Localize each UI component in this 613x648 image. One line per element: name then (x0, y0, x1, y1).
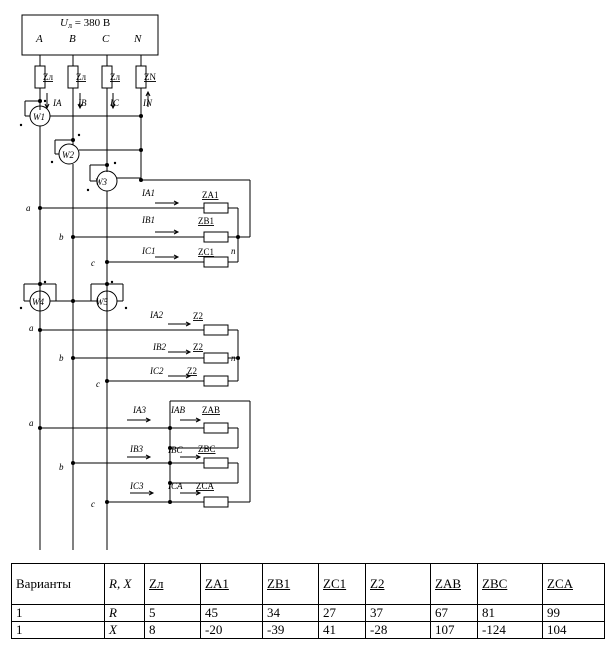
load2-current-c: IC2 (149, 366, 164, 376)
table-cell: 67 (430, 604, 478, 622)
load1-z-c-label: ZC1 (198, 247, 214, 257)
table-header-row: Варианты R, X Zл ZA1 ZB1 ZC1 Z2 ZAB ZBC … (11, 563, 605, 605)
current-label-b: IB (77, 98, 87, 108)
source-box (21, 14, 159, 56)
header-variants: Варианты (11, 563, 105, 605)
zn-label: ZN (144, 72, 156, 82)
load1-impedance-b (203, 231, 229, 243)
table-cell: -20 (200, 621, 263, 639)
load1-current-c: IC1 (141, 246, 156, 256)
zl-label-b: Zл (76, 72, 86, 82)
table-cell: 41 (318, 621, 366, 639)
load3-phase-current-ab: IAB (170, 405, 185, 415)
load2-impedance-a (203, 324, 229, 336)
load2-current-b: IB2 (152, 342, 166, 352)
current-label-a: IA (52, 98, 62, 108)
table-cell: 1 (11, 621, 105, 639)
node-b-2: b (59, 353, 64, 363)
table-cell: 99 (542, 604, 605, 622)
table-row: 1 R 5 45 34 27 37 67 81 99 (11, 604, 605, 622)
table-cell: -124 (477, 621, 543, 639)
header-zl: Zл (144, 563, 201, 605)
load3-z-ab-label: ZAB (202, 405, 220, 415)
load3-phase-current-ca: ICA (167, 481, 183, 491)
phase-label-n: N (133, 33, 142, 45)
table-cell: 8 (144, 621, 201, 639)
node-c-3: c (91, 499, 95, 509)
header-zab: ZAB (430, 563, 478, 605)
table-cell: 81 (477, 604, 543, 622)
load1-z-b-label: ZB1 (198, 216, 214, 226)
load2-z-c-label: Z2 (187, 366, 197, 376)
load3-z-ca-label: ZCA (196, 481, 215, 491)
load3-current-c: IC3 (129, 481, 144, 491)
phase-label-a: A (35, 33, 43, 45)
node-a-3: a (29, 418, 34, 428)
table-cell: -28 (365, 621, 431, 639)
header-z2: Z2 (365, 563, 431, 605)
table-cell: 45 (200, 604, 263, 622)
node-b-1: b (59, 232, 64, 242)
load3-phase-current-bc: IBC (167, 445, 183, 455)
wattmeter-w3-label: W3 (95, 177, 107, 187)
node-c-1: c (91, 258, 95, 268)
node-b-3: b (59, 462, 64, 472)
load1-impedance-a (203, 202, 229, 214)
table-cell: X (104, 621, 145, 639)
load3-z-bc-label: ZBC (198, 444, 216, 454)
wattmeter-w2-label: W2 (62, 150, 74, 160)
current-label-c: IC (109, 98, 120, 108)
current-label-n: IN (142, 98, 153, 108)
header-zc1: ZC1 (318, 563, 366, 605)
table-cell: 104 (542, 621, 605, 639)
table-cell: 27 (318, 604, 366, 622)
wattmeter-w1-label: W1 (33, 112, 45, 122)
load2-z-a-label: Z2 (193, 311, 203, 321)
load3-current-b: IB3 (129, 444, 143, 454)
load2-impedance-c (203, 375, 229, 387)
node-n-1: n (231, 246, 236, 256)
load1-z-a-label: ZA1 (202, 190, 219, 200)
node-a-2: a (29, 323, 34, 333)
load2-z-b-label: Z2 (193, 342, 203, 352)
load2-current-a: IA2 (149, 310, 163, 320)
load3-impedance-ab (203, 422, 229, 434)
header-rx: R, X (104, 563, 145, 605)
phase-label-c: C (102, 33, 110, 45)
table-cell: -39 (262, 621, 319, 639)
load1-current-b: IB1 (141, 215, 155, 225)
table-row: 1 X 8 -20 -39 41 -28 107 -124 104 (11, 621, 605, 639)
header-za1: ZA1 (200, 563, 263, 605)
header-zca: ZCA (542, 563, 605, 605)
table-cell: 37 (365, 604, 431, 622)
load3-impedance-bc (203, 457, 229, 469)
phase-label-b: B (69, 33, 76, 45)
header-zbc: ZBC (477, 563, 543, 605)
load3-current-a: IA3 (132, 405, 146, 415)
table-cell: R (104, 604, 145, 622)
wattmeter-w4-label: W4 (32, 297, 44, 307)
node-c-2: c (96, 379, 100, 389)
node-n-2: n (231, 353, 236, 363)
parameters-table: Варианты R, X Zл ZA1 ZB1 ZC1 Z2 ZAB ZBC … (11, 563, 605, 639)
circuit-diagram: Uл = 380 В A B C N Zл Zл Zл ZN IA IB IC … (19, 14, 251, 550)
load1-impedance-c (203, 256, 229, 268)
zl-label-c: Zл (110, 72, 120, 82)
node-a-1: a (26, 203, 31, 213)
table-cell: 34 (262, 604, 319, 622)
source-voltage-label: Uл = 380 В (60, 17, 110, 30)
table-cell: 1 (11, 604, 105, 622)
header-zb1: ZB1 (262, 563, 319, 605)
zl-label-a: Zл (43, 72, 53, 82)
table-cell: 5 (144, 604, 201, 622)
load3-impedance-ca (203, 496, 229, 508)
wattmeter-w5-label: W5 (96, 297, 108, 307)
table-cell: 107 (430, 621, 478, 639)
load1-current-a: IA1 (141, 188, 155, 198)
load2-impedance-b (203, 352, 229, 364)
